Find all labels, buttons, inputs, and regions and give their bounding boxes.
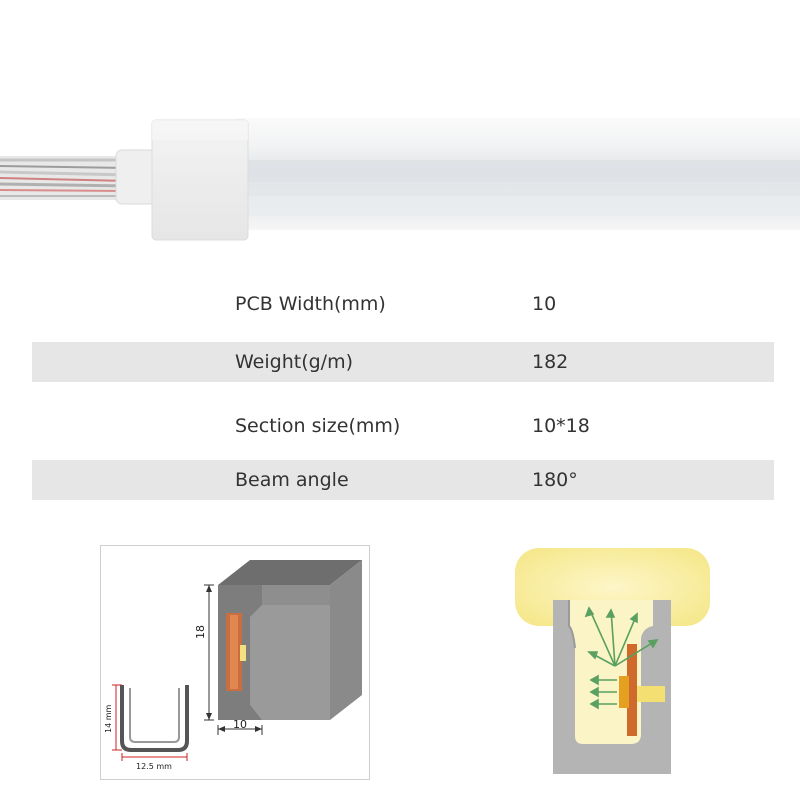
spec-label: PCB Width(mm) <box>235 293 386 315</box>
profile-height-label: 18 <box>194 625 207 639</box>
neon-strip-product-image <box>0 118 800 241</box>
spec-row-section-size: Section size(mm) 10*18 <box>32 406 774 446</box>
spec-label: Beam angle <box>235 469 349 491</box>
spec-row-beam-angle: Beam angle 180° <box>32 460 774 500</box>
spec-value: 10*18 <box>532 415 590 437</box>
light-emission-diagram <box>515 548 710 774</box>
led-chip <box>619 676 629 708</box>
spec-label: Section size(mm) <box>235 415 401 437</box>
spec-row-weight: Weight(g/m) 182 <box>32 342 774 382</box>
spec-value: 10 <box>532 293 557 315</box>
spec-row-pcb-width: PCB Width(mm) 10 <box>32 284 774 324</box>
pcb <box>627 644 637 736</box>
profile-dimension-diagram: 18 10 14 mm 12.5 mm <box>100 545 370 780</box>
spec-label: Weight(g/m) <box>235 351 353 373</box>
wire-grommet <box>115 149 157 205</box>
profile-width-label: 10 <box>233 718 247 731</box>
channel-height-label: 14 mm <box>104 704 113 733</box>
spec-value: 180° <box>532 469 578 491</box>
wires <box>0 156 130 200</box>
profile-3d-body <box>218 560 362 720</box>
u-channel-drawing <box>120 685 189 752</box>
led-glow-right <box>637 686 665 702</box>
spec-value: 182 <box>532 351 569 373</box>
light-arrows <box>584 606 659 710</box>
channel-width-label: 12.5 mm <box>136 762 172 771</box>
